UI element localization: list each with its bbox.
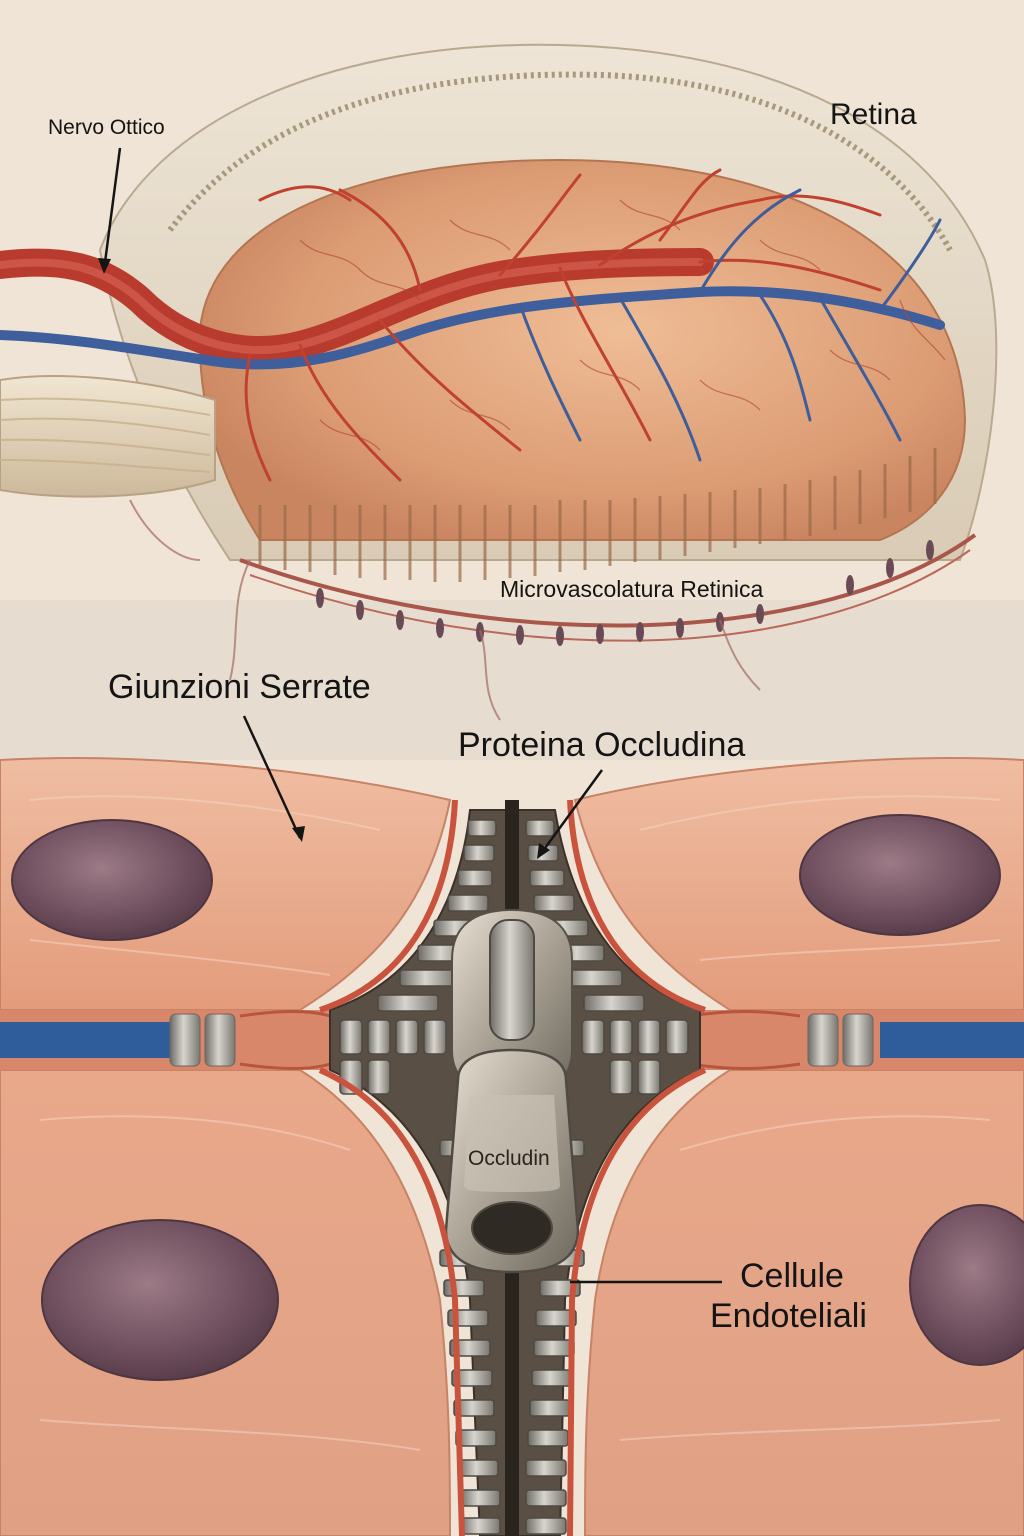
cell-nucleus-top-left xyxy=(12,820,212,940)
endothelial-label-line1: Cellule xyxy=(740,1256,867,1296)
optic-nerve-fibers xyxy=(0,376,215,496)
zipper-pull-tab-hole xyxy=(472,1202,552,1254)
zipper-slider-cap xyxy=(490,920,534,1040)
retina-label: Retina xyxy=(830,98,917,132)
zipper-tag-label: Occludin xyxy=(468,1147,550,1171)
endothelial-cells-label: Cellule Endoteliali xyxy=(740,1256,867,1336)
optic-nerve-label: Nervo Ottico xyxy=(48,116,165,140)
microvasculature-label: Microvascolatura Retinica xyxy=(500,576,763,603)
zipper-pull-tab-face xyxy=(464,1095,560,1192)
endothelial-label-line2: Endoteliali xyxy=(710,1296,867,1336)
junction-blue-left xyxy=(0,1022,170,1058)
junction-blue-right xyxy=(880,1022,1024,1058)
occludin-protein-label: Proteina Occludina xyxy=(458,726,745,765)
tight-junctions-label: Giunzioni Serrate xyxy=(108,668,371,707)
cell-nucleus-top-right xyxy=(800,815,1000,935)
cell-nucleus-bottom-left xyxy=(42,1220,278,1380)
